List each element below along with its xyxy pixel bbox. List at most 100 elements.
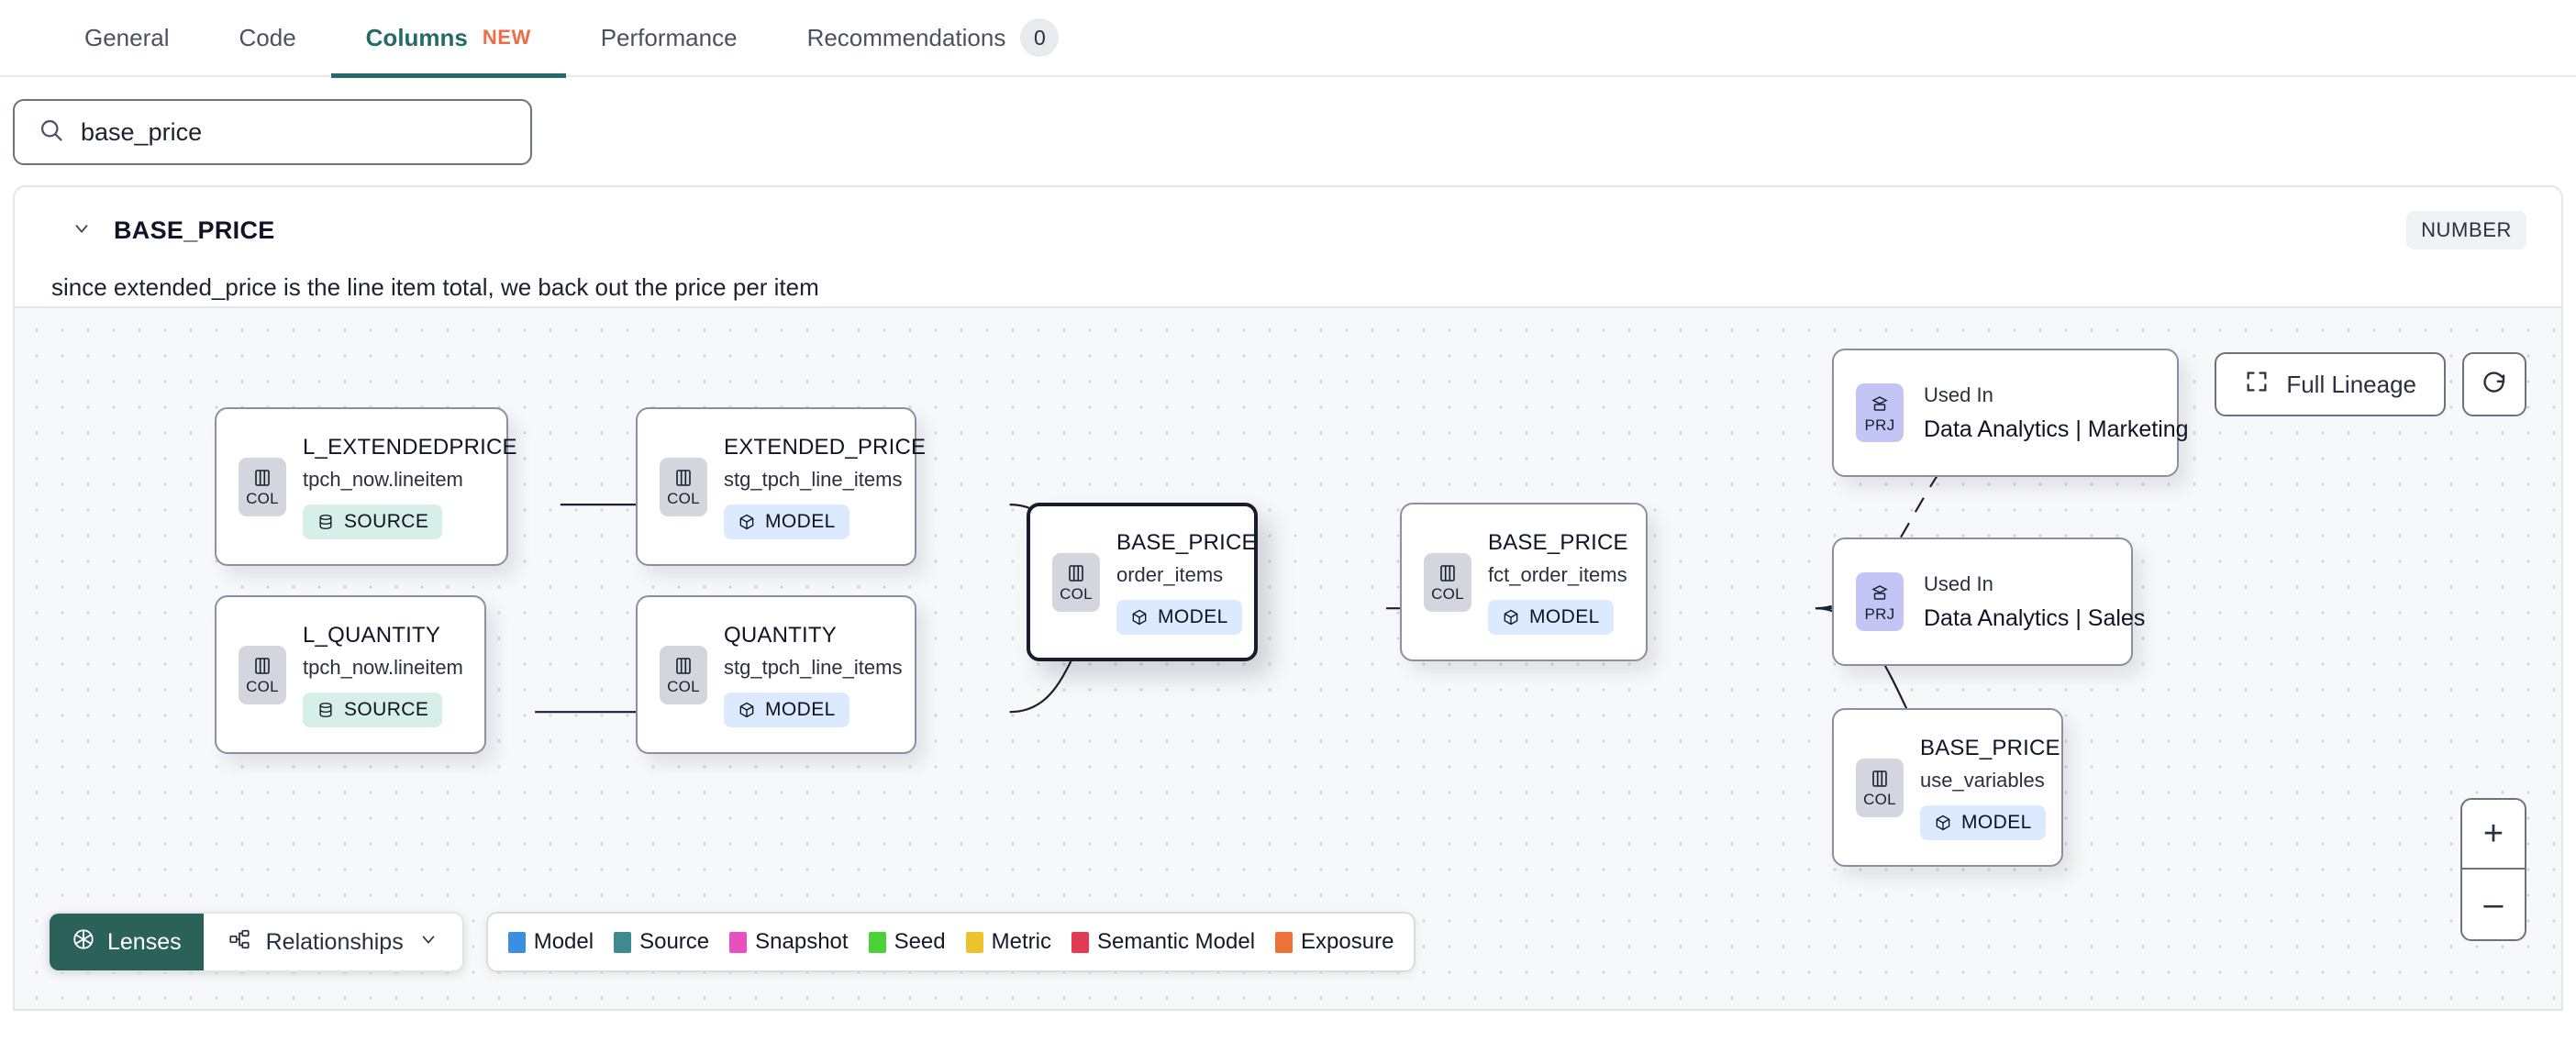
relationships-icon [228,927,251,958]
tab-label: Code [239,23,296,51]
col-badge: COL [239,457,286,516]
legend-label: Metric [991,929,1051,954]
database-icon [319,702,332,717]
node-name: L_EXTENDEDPRICE [303,434,517,460]
node-name: EXTENDED_PRICE [724,434,927,460]
node-subtitle: stg_tpch_line_items [724,655,903,679]
legend-item-snapshot: Snapshot [729,929,849,955]
node-body: Used In Data Analytics | Sales [1904,572,2145,632]
cube-icon [1504,609,1518,625]
zoom-in-button[interactable]: + [2462,800,2525,870]
database-icon [319,514,332,529]
lineage-node-extended_price[interactable]: COL EXTENDED_PRICE stg_tpch_line_items M… [636,407,926,566]
legend-label: Source [639,929,710,954]
node-name: BASE_PRICE [1920,735,2060,760]
column-header: BASE_PRICE NUMBER [15,187,2561,249]
node-type-legend: Model Source Snapshot Seed Metric [485,912,1416,972]
col-badge: COL [1052,552,1100,612]
legend-swatch [1275,931,1294,953]
node-type-pill: MODEL [1488,599,1614,635]
lineage-node-base_price-order_items[interactable]: COL BASE_PRICE order_items MODEL [1027,503,1258,661]
legend-swatch [729,931,748,953]
legend-item-seed: Seed [868,929,946,955]
prj-badge-label: PRJ [1864,604,1895,623]
lineage-node-project-sales[interactable]: PRJ Used In Data Analytics | Sales [1832,538,2145,666]
zoom-controls: + – [2460,798,2526,941]
legend-swatch [1071,931,1089,953]
used-in-label: Used In [1924,571,1993,595]
lenses-group: Lenses Relationships [48,912,464,972]
lenses-button[interactable]: Lenses [50,914,204,970]
node-pill-label: MODEL [1158,605,1228,627]
legend-swatch [965,931,983,953]
lineage-node-l_extendedprice[interactable]: COL L_EXTENDEDPRICE tpch_now.lineitem SO… [215,407,517,566]
lineage-node-base_price-fct_order_items[interactable]: COL BASE_PRICE fct_order_items MODEL [1400,503,1648,661]
tab-code[interactable]: Code [205,0,331,76]
cube-icon [1936,815,1950,830]
prj-badge: PRJ [1856,572,1904,631]
search-box[interactable] [13,99,532,165]
canvas-top-controls: Full Lineage [2215,352,2526,416]
legend-item-semantic-model: Semantic Model [1071,929,1255,955]
tab-new-badge: NEW [482,26,531,49]
tab-label: Columns [365,23,468,51]
col-badge-label: COL [1060,585,1093,603]
col-badge-label: COL [1863,791,1896,808]
lineage-node-project-marketing[interactable]: PRJ Used In Data Analytics | Marketing [1832,349,2189,477]
tab-columns[interactable]: Columns NEW [330,0,566,78]
node-type-pill: MODEL [1920,804,2046,840]
tab-recommendations[interactable]: Recommendations 0 [772,0,1094,76]
node-subtitle: use_variables [1920,768,2045,792]
refresh-button[interactable] [2462,352,2526,416]
legend-label: Seed [894,929,946,954]
node-pill-label: MODEL [765,698,836,720]
node-name: BASE_PRICE [1116,529,1257,555]
lineage-node-base_price-use_variables[interactable]: COL BASE_PRICE use_variables MODEL [1832,708,2063,867]
cube-icon [739,702,754,717]
node-body: L_QUANTITY tpch_now.lineitem SOURCE [286,623,480,727]
legend-swatch [507,931,526,953]
node-subtitle: tpch_now.lineitem [303,655,463,679]
col-badge: COL [660,457,707,516]
column-type-badge: NUMBER [2406,211,2526,249]
legend-label: Exposure [1301,929,1394,954]
expand-icon [2244,369,2270,401]
node-pill-label: MODEL [1961,811,2032,833]
lenses-label: Lenses [107,928,182,955]
node-pill-label: MODEL [765,510,836,532]
full-lineage-label: Full Lineage [2286,370,2416,398]
lineage-node-quantity[interactable]: COL QUANTITY stg_tpch_line_items MODEL [636,595,916,754]
node-body: EXTENDED_PRICE stg_tpch_line_items MODEL [707,435,942,539]
col-badge-label: COL [1431,585,1464,603]
search-input[interactable] [81,117,506,147]
node-body: QUANTITY stg_tpch_line_items MODEL [707,623,918,727]
chevron-down-icon[interactable] [72,218,92,238]
node-type-pill: MODEL [724,692,849,727]
chevron-down-icon [418,929,439,956]
legend-item-model: Model [507,929,594,955]
search-area [0,77,2576,185]
legend-swatch [868,931,886,953]
node-type-pill: MODEL [724,504,849,539]
node-pill-label: SOURCE [344,698,429,720]
tab-label: Performance [600,23,738,51]
node-subtitle: fct_order_items [1488,562,1627,586]
col-badge: COL [660,645,707,704]
tab-general[interactable]: General [50,0,205,76]
col-badge-label: COL [246,490,279,507]
tab-label: Recommendations [806,23,1006,51]
zoom-out-button[interactable]: – [2483,884,2504,924]
lineage-node-l_quantity[interactable]: COL L_QUANTITY tpch_now.lineitem SOURCE [215,595,486,754]
node-pill-label: SOURCE [344,510,429,532]
relationships-dropdown[interactable]: Relationships [203,914,462,970]
canvas-bottom-toolbar: Lenses Relationships [48,912,1416,972]
column-description: since extended_price is the line item to… [51,273,819,301]
col-badge: COL [1424,552,1471,612]
node-body: L_EXTENDEDPRICE tpch_now.lineitem SOURCE [286,435,534,539]
full-lineage-button[interactable]: Full Lineage [2215,352,2446,416]
legend-swatch [614,931,632,953]
lineage-canvas[interactable]: COL L_EXTENDEDPRICE tpch_now.lineitem SO… [15,306,2561,1009]
tab-performance[interactable]: Performance [566,0,772,76]
col-badge-label: COL [667,490,700,507]
column-detail-card: BASE_PRICE NUMBER since extended_price i… [13,185,2563,1011]
